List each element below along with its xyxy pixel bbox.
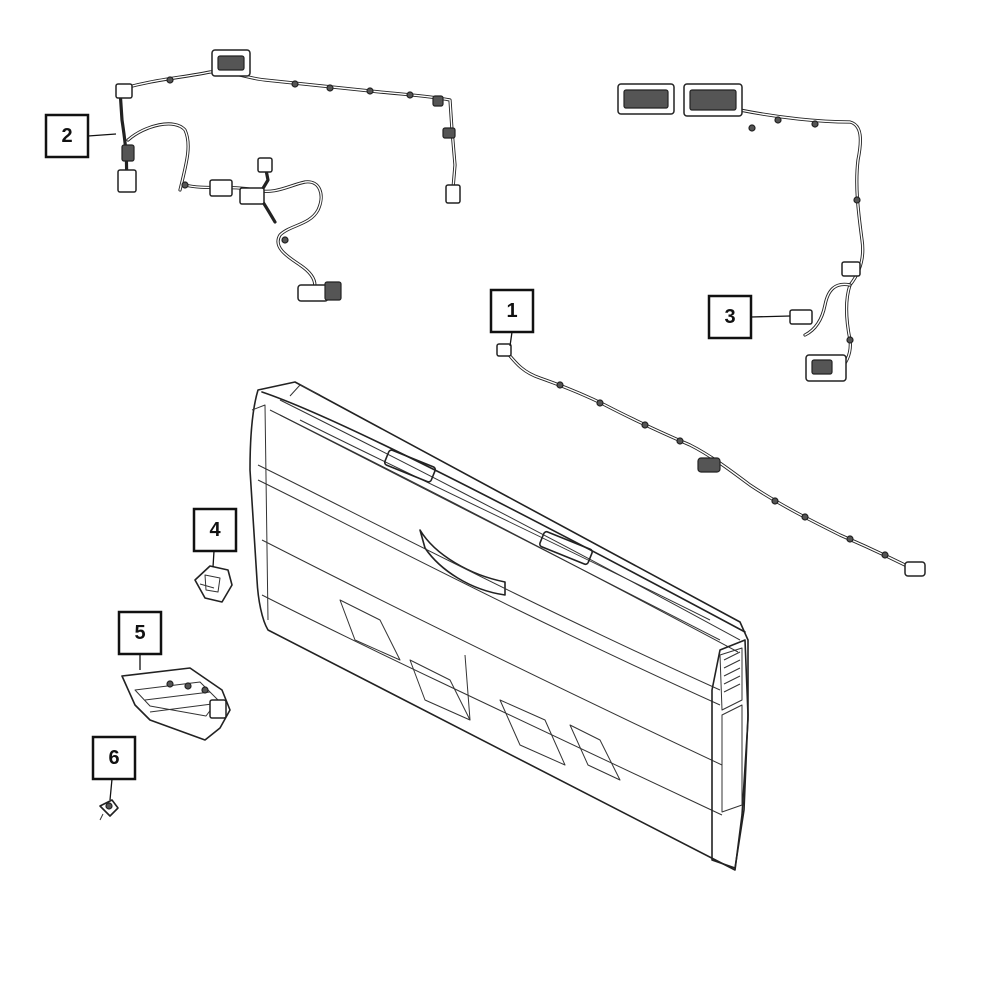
callout-4: 4 bbox=[192, 507, 238, 568]
part-6-fastener bbox=[99, 799, 119, 821]
part-3-wiring-harness bbox=[617, 83, 865, 382]
tailgate-panel bbox=[249, 381, 749, 871]
callout-4-label: 4 bbox=[209, 519, 221, 541]
part-1-tailgate-wiring bbox=[496, 343, 926, 577]
part-5-handle-assembly bbox=[121, 667, 231, 741]
callout-6: 6 bbox=[91, 735, 137, 801]
part-4-bracket bbox=[194, 565, 233, 603]
callout-3: 3 bbox=[707, 294, 791, 340]
callout-6-label: 6 bbox=[108, 747, 119, 769]
part-2-wiring-harness bbox=[115, 49, 461, 302]
callout-5-label: 5 bbox=[134, 622, 145, 644]
callout-5: 5 bbox=[117, 610, 163, 670]
callout-1-label: 1 bbox=[506, 300, 517, 322]
callout-2-label: 2 bbox=[61, 125, 72, 147]
callout-2: 2 bbox=[44, 113, 117, 159]
callout-1: 1 bbox=[489, 288, 535, 347]
callout-3-label: 3 bbox=[724, 306, 735, 328]
